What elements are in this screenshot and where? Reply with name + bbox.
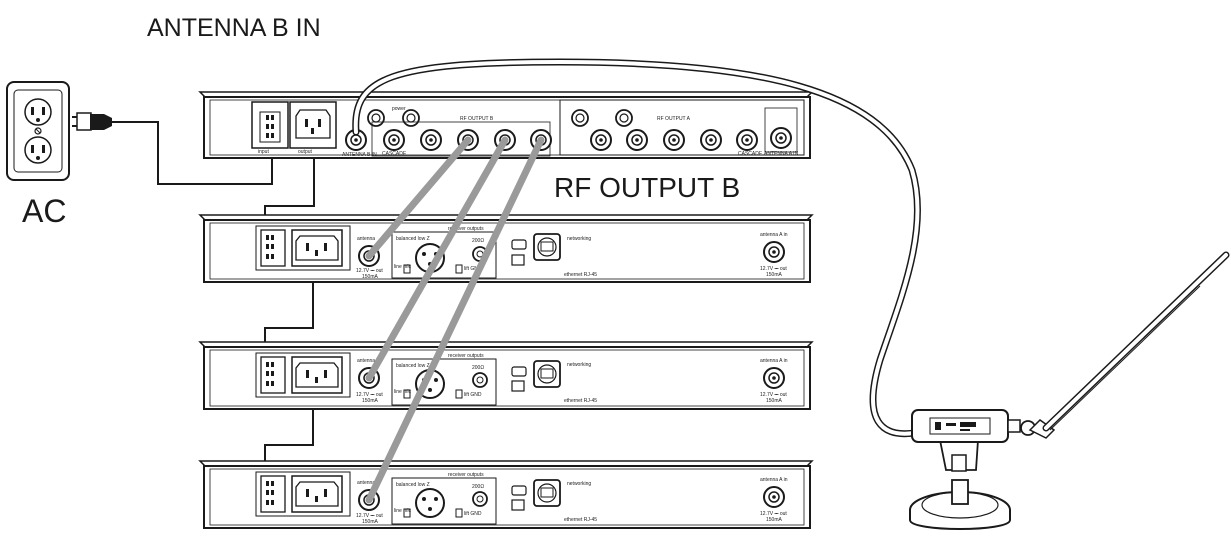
receiver-2-quarter-inch-output [472, 372, 488, 388]
ac-plug [72, 112, 112, 131]
dist-aux-connector-b1 [367, 109, 385, 127]
receiver-2-mic-line-label: line mic [394, 389, 411, 395]
antenna-a-in-connector [770, 127, 792, 149]
receiver-1-mic-line-switch [403, 264, 411, 274]
receiver-3-xlr-output [415, 488, 445, 518]
ac-title: AC [22, 193, 67, 229]
receiver-3-lift-switch [455, 508, 463, 518]
receiver-3-mic-line-label: line mic [394, 508, 411, 514]
rf-cable-3 [365, 136, 545, 504]
receiver-2-ethernet-label: ethernet RJ-45 [564, 398, 597, 404]
antenna-b-in-title: ANTENNA B IN [147, 14, 321, 42]
receiver-3-ethernet-label: ethernet RJ-45 [564, 517, 597, 523]
receiver-1-dc-label: 12.7V ⎓ out [356, 268, 383, 274]
receiver-1-outputs-label: receiver outputs [448, 226, 484, 232]
dist-output-label: output [298, 149, 313, 155]
receiver-1-antenna-a-port [763, 241, 785, 263]
receiver-1-impedance-label: 200Ω [472, 238, 484, 244]
dist-aux-connector-a1 [571, 109, 589, 127]
dist-power-outlet [289, 101, 337, 149]
receiver-3-antenna-a-label: antenna A in [760, 477, 788, 483]
rf-output-a-port-3 [663, 129, 685, 151]
receiver-3-a-current-label: 150mA [766, 517, 783, 523]
receiver-2: antenna 12.7V ⎓ out 150mA receiver outpu… [198, 341, 814, 410]
receiver-2-a-dc-label: 12.7V ⎓ out [760, 392, 787, 398]
receiver-2-mic-line-switch [403, 389, 411, 399]
rf-output-b-port-2 [420, 129, 442, 151]
receiver-1-a-current-label: 150mA [766, 272, 783, 278]
receiver-2-outputs-label: receiver outputs [448, 353, 484, 359]
rf-cable-2 [365, 136, 509, 382]
receiver-1-usb-port [511, 239, 527, 250]
receiver-1-antenna-label: antenna [357, 236, 375, 242]
dist-power-inlet [251, 101, 289, 149]
receiver-2-networking-label: networking [567, 362, 591, 368]
dist-rf-output-a-label: RF OUTPUT A [657, 116, 691, 122]
receiver-1-networking-label: networking [567, 236, 591, 242]
outlet-socket-top [24, 98, 52, 126]
receiver-1-ethernet-label: ethernet RJ-45 [564, 272, 597, 278]
outlet-socket-bottom [24, 136, 52, 164]
receiver-1: antenna 12.7V ⎓ out 150mA receiver outpu… [198, 214, 814, 283]
receiver-3-networking-label: networking [567, 481, 591, 487]
rf-output-a-port-5 [736, 129, 758, 151]
dist-antenna-a-in-label: ANTENNA A IN [764, 151, 799, 157]
receiver-2-a-current-label: 150mA [766, 398, 783, 404]
ac-wall-outlet [6, 81, 70, 181]
receiver-3-usb-port [511, 485, 527, 496]
receiver-3-dc-label: 12.7V ⎓ out [356, 513, 383, 519]
receiver-2-impedance-label: 200Ω [472, 365, 484, 371]
dist-antenna-b-in-label: ANTENNA B IN [342, 152, 377, 158]
rf-output-a-port-4 [700, 129, 722, 151]
rf-cable-1 [365, 136, 472, 260]
receiver-3-current-label: 150mA [362, 519, 379, 525]
dist-aux-connector-a2 [615, 109, 633, 127]
receiver-2-lift-switch [455, 389, 463, 399]
receiver-2-antenna-a-port [763, 367, 785, 389]
receiver-3-lift-label: lift GND [464, 511, 482, 517]
receiver-1-a-dc-label: 12.7V ⎓ out [760, 266, 787, 272]
receiver-3-quarter-inch-output [472, 491, 488, 507]
receiver-2-current-label: 150mA [362, 398, 379, 404]
receiver-1-antenna-a-label: antenna A in [760, 232, 788, 238]
receiver-2-balanced-label: balanced low Z [396, 363, 430, 369]
receiver-2-dc-label: 12.7V ⎓ out [356, 392, 383, 398]
receiver-3-outputs-label: receiver outputs [448, 472, 484, 478]
rf-output-b-port-1 [383, 129, 405, 151]
receiver-3-mic-line-switch [403, 508, 411, 518]
dist-rf-output-b-label: RF OUTPUT B [460, 116, 494, 122]
antenna-cable-inner [353, 59, 922, 436]
receiver-1-lift-switch [455, 264, 463, 274]
receiver-1-lift-label: lift GND [464, 266, 482, 272]
receiver-3-impedance-label: 200Ω [472, 484, 484, 490]
receiver-3-antenna-label: antenna [357, 480, 375, 486]
dist-cascade-a-label: CASCADE [738, 151, 763, 157]
dist-cascade-b-label: CASCADE [382, 151, 407, 157]
receiver-3-antenna-a-port [763, 486, 785, 508]
receiver-1-balanced-label: balanced low Z [396, 236, 430, 242]
antenna-distributor: input output ANTENNA B IN power RF OUTPU… [198, 91, 814, 159]
dist-input-label: input [258, 149, 269, 155]
rf-output-a-port-1 [590, 129, 612, 151]
receiver-2-usb-port [511, 366, 527, 377]
receiver-3-a-dc-label: 12.7V ⎓ out [760, 511, 787, 517]
remote-antenna-assembly [909, 251, 1230, 530]
receiver-3-balanced-label: balanced low Z [396, 482, 430, 488]
dist-power-label-b: power [392, 106, 406, 112]
receiver-1-current-label: 150mA [362, 274, 379, 280]
rf-output-a-port-2 [626, 129, 648, 151]
rf-cables [365, 136, 545, 504]
ac-power-cord [112, 121, 273, 185]
receiver-2-antenna-label: antenna [357, 358, 375, 364]
receiver-2-antenna-a-label: antenna A in [760, 358, 788, 364]
rf-output-b-title: RF OUTPUT B [554, 172, 741, 203]
outlet-screw [34, 127, 42, 135]
receiver-1-mic-line-label: line mic [394, 264, 411, 270]
receiver-2-lift-label: lift GND [464, 392, 482, 398]
dist-aux-connector-b2 [402, 109, 420, 127]
receiver-3: antenna 12.7V ⎓ out 150mA receiver outpu… [198, 460, 814, 529]
